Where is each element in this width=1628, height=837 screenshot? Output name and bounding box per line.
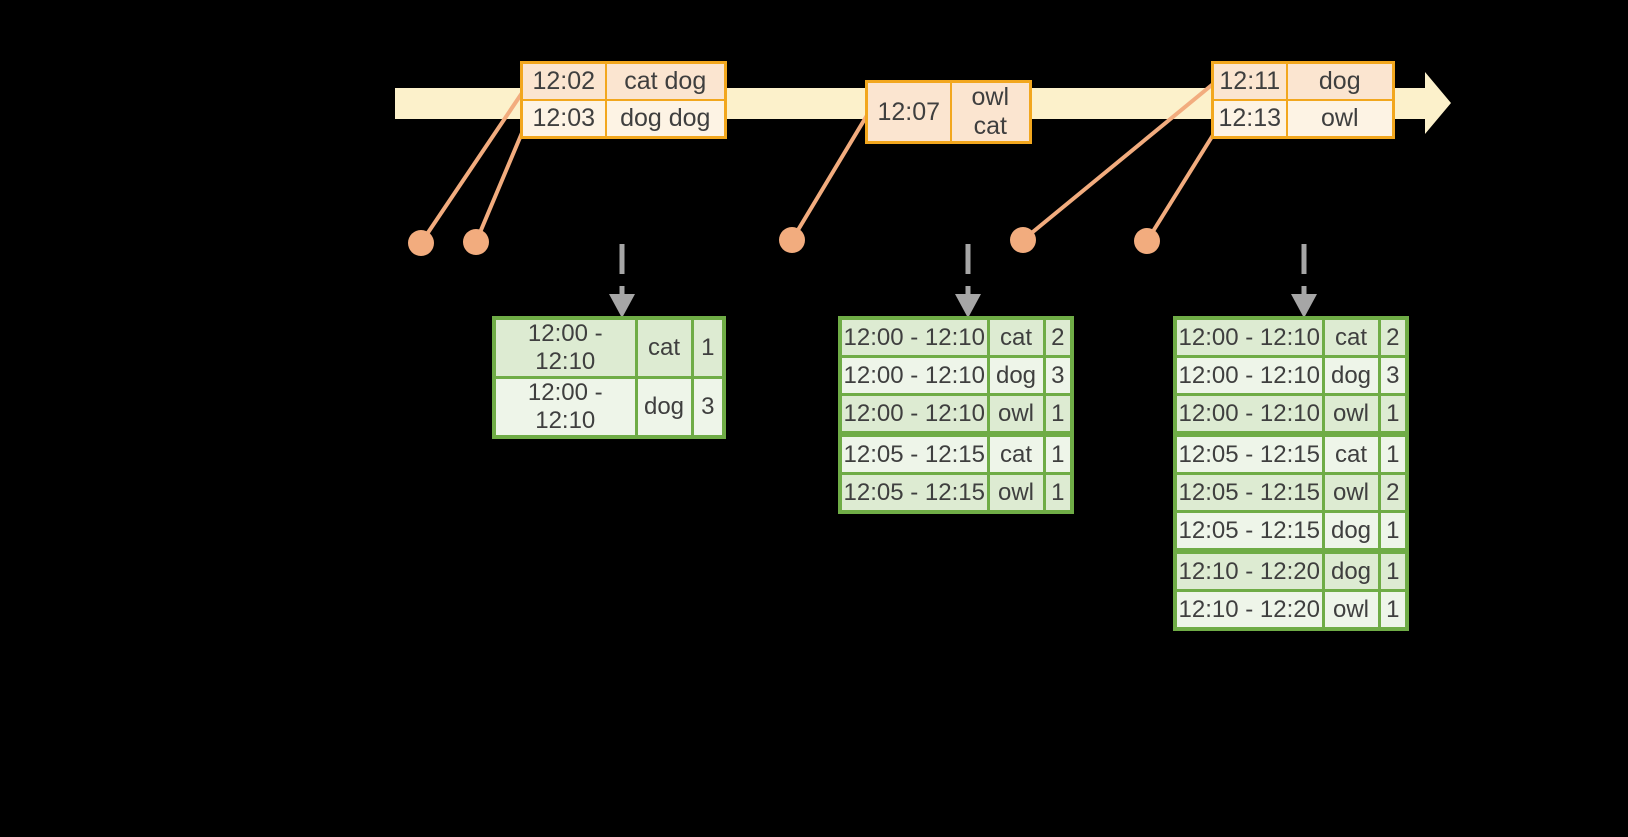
table-row: 12:03 dog dog <box>520 99 727 139</box>
event-dot <box>779 227 805 253</box>
table-row: 12:00 - 12:10 owl 1 <box>838 393 1074 437</box>
table-row: 12:07 owl cat <box>865 80 1032 144</box>
table-row: 12:00 - 12:10 cat 2 <box>1173 316 1409 358</box>
window-cell: 12:00 - 12:10 <box>492 376 638 439</box>
word-cell: owl <box>1321 393 1381 437</box>
count-cell: 1 <box>1377 549 1409 592</box>
result-table-2: 12:00 - 12:10 cat 2 12:00 - 12:10 dog 3 … <box>838 316 1074 514</box>
count-cell: 1 <box>1042 432 1074 475</box>
time-cell: 12:13 <box>1211 99 1288 139</box>
event-dot <box>1010 227 1036 253</box>
window-cell: 12:05 - 12:15 <box>1173 432 1325 475</box>
word-cell: owl <box>1321 589 1381 631</box>
event-table-batch-2: 12:07 owl cat <box>865 80 1032 144</box>
window-cell: 12:00 - 12:10 <box>1173 355 1325 396</box>
connector-line <box>790 110 871 242</box>
event-dot <box>463 229 489 255</box>
count-cell: 1 <box>1377 510 1409 554</box>
window-cell: 12:05 - 12:15 <box>1173 472 1325 513</box>
table-row: 12:05 - 12:15 dog 1 <box>1173 510 1409 554</box>
count-cell: 3 <box>1042 355 1074 396</box>
word-cell: dog <box>1321 355 1381 396</box>
window-cell: 12:05 - 12:15 <box>838 472 990 514</box>
word-cell: cat <box>1321 432 1381 475</box>
word-cell: cat <box>986 432 1046 475</box>
word-cell: dog <box>986 355 1046 396</box>
trigger-arrowhead-icon <box>955 294 981 318</box>
table-row: 12:00 - 12:10 dog 3 <box>838 355 1074 396</box>
event-dot <box>408 230 434 256</box>
result-table-1: 12:00 - 12:10 cat 1 12:00 - 12:10 dog 3 <box>492 316 726 439</box>
count-cell: 1 <box>1377 432 1409 475</box>
time-cell: 12:11 <box>1211 61 1288 101</box>
count-cell: 1 <box>690 316 726 379</box>
table-row: 12:00 - 12:10 cat 1 <box>492 316 726 379</box>
word-cell: owl <box>986 393 1046 437</box>
count-cell: 1 <box>1042 393 1074 437</box>
table-row: 12:10 - 12:20 owl 1 <box>1173 589 1409 631</box>
count-cell: 2 <box>1377 316 1409 358</box>
event-dot <box>1134 228 1160 254</box>
table-row: 12:05 - 12:15 cat 1 <box>838 432 1074 475</box>
word-cell: dog <box>1321 549 1381 592</box>
connector-line <box>1021 82 1215 242</box>
table-row: 12:00 - 12:10 owl 1 <box>1173 393 1409 437</box>
event-table-batch-3: 12:11 dog 12:13 owl <box>1211 61 1395 139</box>
table-row: 12:10 - 12:20 dog 1 <box>1173 549 1409 592</box>
word-cell: owl <box>986 472 1046 514</box>
trigger-arrowhead-icon <box>609 294 635 318</box>
count-cell: 2 <box>1042 316 1074 358</box>
window-cell: 12:00 - 12:10 <box>1173 393 1325 437</box>
table-row: 12:05 - 12:15 owl 2 <box>1173 472 1409 513</box>
count-cell: 1 <box>1377 589 1409 631</box>
word-cell: dog <box>634 376 694 439</box>
words-cell: cat dog <box>604 61 727 101</box>
table-row: 12:05 - 12:15 owl 1 <box>838 472 1074 514</box>
count-cell: 2 <box>1377 472 1409 513</box>
count-cell: 1 <box>1377 393 1409 437</box>
connector-line <box>474 127 526 243</box>
window-cell: 12:10 - 12:20 <box>1173 589 1325 631</box>
trigger-arrowhead-icon <box>1291 294 1317 318</box>
table-row: 12:05 - 12:15 cat 1 <box>1173 432 1409 475</box>
table-row: 12:00 - 12:10 dog 3 <box>492 376 726 439</box>
connector-line <box>1145 133 1215 243</box>
event-table-batch-1: 12:02 cat dog 12:03 dog dog <box>520 61 727 139</box>
words-cell: dog dog <box>604 99 727 139</box>
words-cell: dog <box>1285 61 1395 101</box>
word-cell: owl <box>1321 472 1381 513</box>
table-row: 12:00 - 12:10 dog 3 <box>1173 355 1409 396</box>
result-table-3: 12:00 - 12:10 cat 2 12:00 - 12:10 dog 3 … <box>1173 316 1409 631</box>
time-cell: 12:02 <box>520 61 607 101</box>
table-row: 12:02 cat dog <box>520 61 727 101</box>
window-cell: 12:00 - 12:10 <box>492 316 638 379</box>
word-cell: dog <box>1321 510 1381 554</box>
window-cell: 12:00 - 12:10 <box>838 393 990 437</box>
connector-line <box>419 88 526 245</box>
window-cell: 12:00 - 12:10 <box>838 355 990 396</box>
count-cell: 3 <box>690 376 726 439</box>
time-cell: 12:07 <box>865 80 952 144</box>
table-row: 12:13 owl <box>1211 99 1395 139</box>
window-cell: 12:00 - 12:10 <box>1173 316 1325 358</box>
table-row: 12:00 - 12:10 cat 2 <box>838 316 1074 358</box>
count-cell: 1 <box>1042 472 1074 514</box>
word-cell: cat <box>1321 316 1381 358</box>
window-cell: 12:05 - 12:15 <box>1173 510 1325 554</box>
time-cell: 12:03 <box>520 99 607 139</box>
word-cell: cat <box>634 316 694 379</box>
timeline-arrowhead-icon <box>1425 72 1451 134</box>
word-cell: cat <box>986 316 1046 358</box>
window-cell: 12:05 - 12:15 <box>838 432 990 475</box>
table-row: 12:11 dog <box>1211 61 1395 101</box>
words-cell: owl cat <box>949 80 1032 144</box>
window-cell: 12:10 - 12:20 <box>1173 549 1325 592</box>
words-cell: owl <box>1285 99 1395 139</box>
count-cell: 3 <box>1377 355 1409 396</box>
window-cell: 12:00 - 12:10 <box>838 316 990 358</box>
